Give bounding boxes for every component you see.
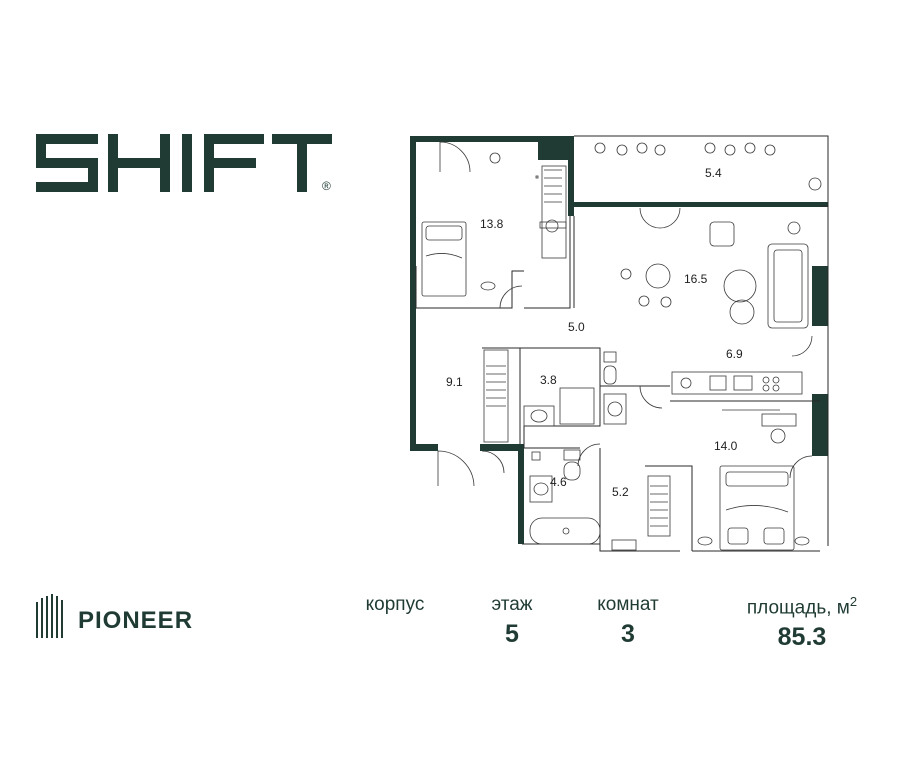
info-area: площадь, м2 85.3 <box>722 594 882 652</box>
info-rooms: комнат 3 <box>580 594 676 649</box>
pioneer-wordmark: PIONEER <box>78 607 193 634</box>
floor-plan: 5.4 13.8 16.5 5.0 6.9 9.1 3.8 14.0 4.6 5… <box>410 135 829 552</box>
rooms-label: комнат <box>597 594 659 615</box>
room-area-wardrobe-2: 5.2 <box>612 485 629 499</box>
info-building: корпус <box>350 594 440 620</box>
bathroom-2-fixtures <box>529 449 601 545</box>
floor-value: 5 <box>505 620 519 648</box>
room-area-kitchen: 6.9 <box>726 347 743 361</box>
area-label: площадь, м2 <box>746 594 858 619</box>
area-unit-exponent: 2 <box>849 594 858 609</box>
wardrobe-1-racks <box>483 169 562 443</box>
kitchen-furniture <box>671 371 803 411</box>
room-area-bathroom-1: 3.8 <box>540 373 557 387</box>
room-area-balcony: 5.4 <box>705 166 722 180</box>
wardrobe-2-racks <box>611 475 671 551</box>
bedroom-1-furniture <box>421 165 567 297</box>
shift-logo: ® <box>36 134 332 192</box>
room-area-bathroom-2: 4.6 <box>550 475 567 489</box>
doors <box>437 141 813 487</box>
living-room-furniture <box>620 221 809 329</box>
walls <box>410 136 828 544</box>
info-floor: этаж 5 <box>474 594 550 649</box>
area-value: 85.3 <box>777 623 827 652</box>
bathroom-1-fixtures <box>523 351 627 427</box>
room-area-wardrobe-1: 9.1 <box>446 375 463 389</box>
room-area-hall: 5.0 <box>568 320 585 334</box>
floor-label: этаж <box>491 594 533 615</box>
room-area-bedroom-2: 14.0 <box>714 439 738 453</box>
registered-mark: ® <box>322 179 331 192</box>
pioneer-logo: PIONEER <box>36 594 193 638</box>
room-area-bedroom-1: 13.8 <box>480 217 504 231</box>
balcony-plants <box>489 142 822 191</box>
bedroom-2-furniture <box>697 413 810 551</box>
building-label: корпус <box>365 594 425 615</box>
room-area-living-room: 16.5 <box>684 272 708 286</box>
rooms-value: 3 <box>621 620 635 648</box>
